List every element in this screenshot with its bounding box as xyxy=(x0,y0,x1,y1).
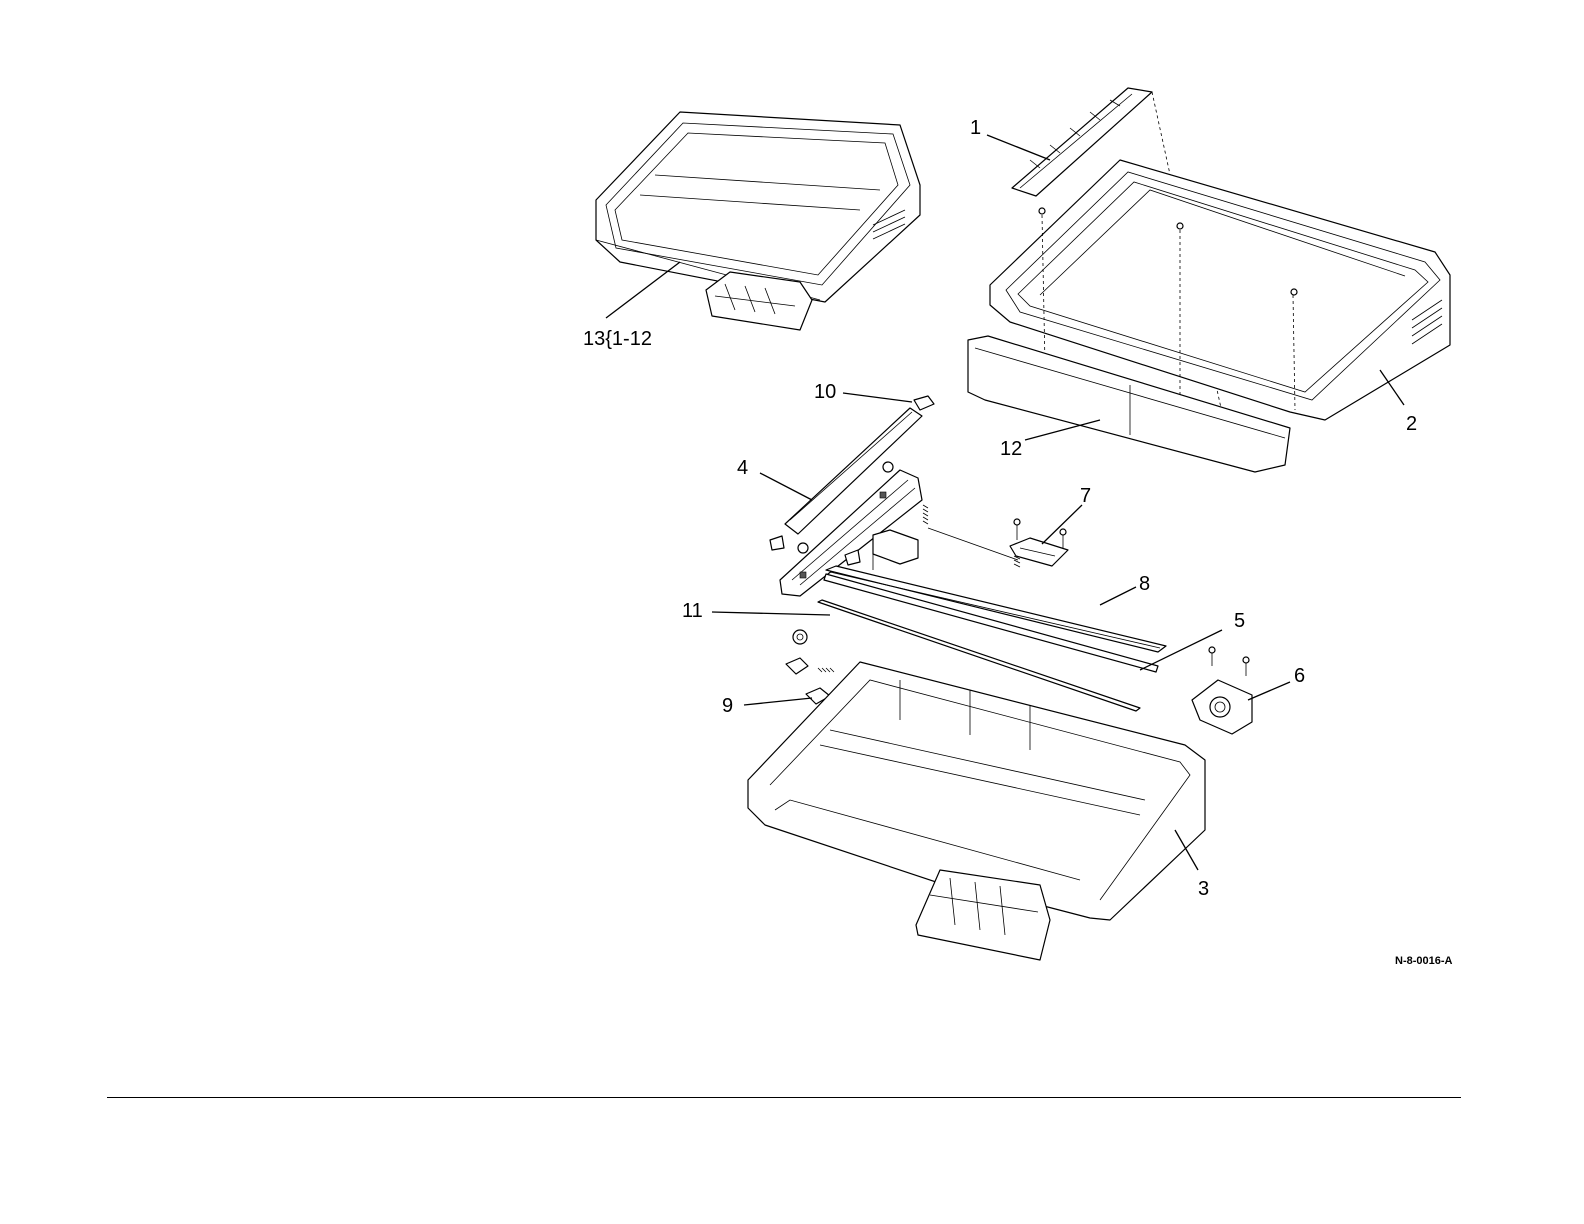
part-13-assembly xyxy=(596,112,920,330)
callout-13: 13{1-12 xyxy=(583,328,652,350)
callout-11: 11 xyxy=(682,600,703,622)
callout-9: 9 xyxy=(722,695,733,717)
callout-6: 6 xyxy=(1294,665,1305,687)
part-9-small-parts xyxy=(786,630,834,704)
callout-7: 7 xyxy=(1080,485,1091,507)
callout-3: 3 xyxy=(1198,878,1209,900)
part-7-bracket xyxy=(1010,519,1068,566)
callout-5: 5 xyxy=(1234,610,1245,632)
callout-2: 2 xyxy=(1406,413,1417,435)
callout-8: 8 xyxy=(1139,573,1150,595)
sensor-block xyxy=(873,530,918,570)
bottom-rule xyxy=(107,1097,1461,1098)
figure-reference: N-8-0016-A xyxy=(1395,955,1453,967)
callout-4: 4 xyxy=(737,457,748,479)
part-10-latch xyxy=(914,396,934,410)
callout-1: 1 xyxy=(970,117,981,139)
callout-12: 12 xyxy=(1000,438,1022,460)
part-6-motor xyxy=(1192,647,1252,734)
part-8-flat-bar xyxy=(826,566,1166,652)
callout-10: 10 xyxy=(814,381,836,403)
spring-and-cable xyxy=(923,505,1020,567)
